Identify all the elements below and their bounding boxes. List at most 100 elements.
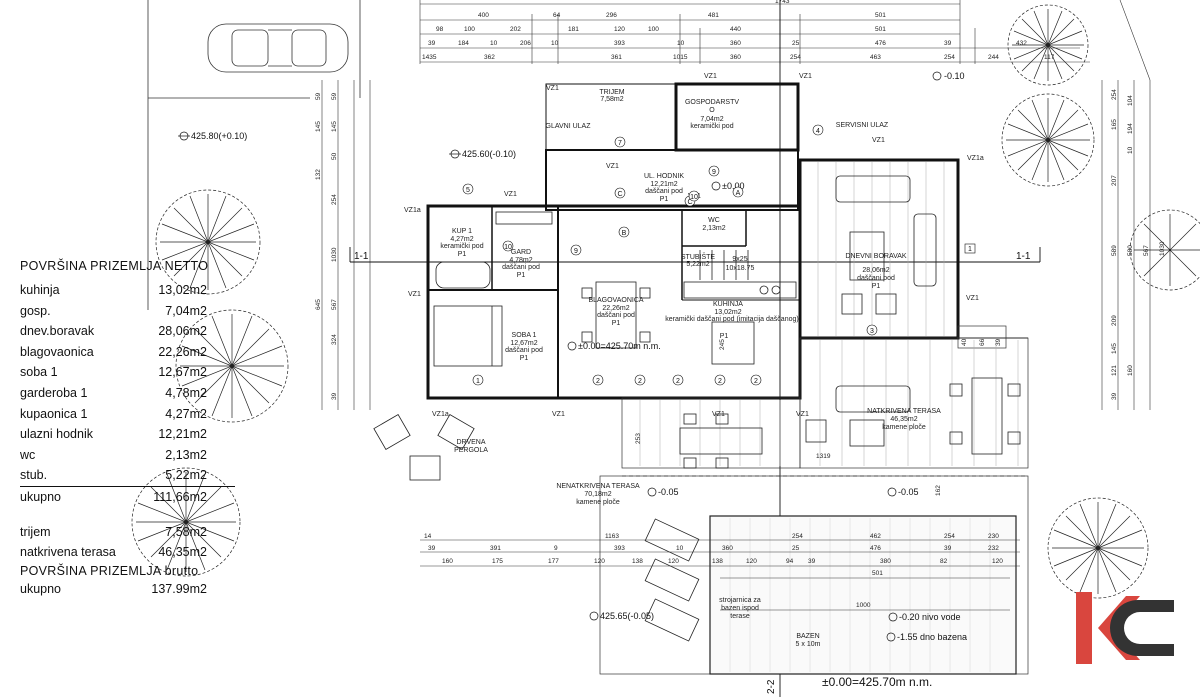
pergola-label: PERGOLA xyxy=(454,447,488,454)
level-marker: 425.65(-0.05) xyxy=(589,611,654,621)
room-code: P1 xyxy=(872,283,881,290)
room-area: 7,04m2 xyxy=(700,116,723,123)
room-name: WC xyxy=(708,217,720,224)
dim-top: 1015 xyxy=(673,54,688,61)
room-name: KUP 1 xyxy=(452,228,472,235)
dim-top: 100 xyxy=(464,26,475,33)
outdoor-sofa-icon xyxy=(835,385,911,413)
dim-left: 324 xyxy=(331,334,338,345)
row-value: 28,06m2 xyxy=(158,324,207,339)
room-name: BLAGOVAONICA xyxy=(588,297,643,304)
dim-top: 476 xyxy=(875,40,886,47)
dim-top: 64 xyxy=(553,12,561,19)
svg-text:2: 2 xyxy=(596,378,600,385)
dim-bottom: 254 xyxy=(792,533,803,540)
door-tag: 1 xyxy=(964,243,976,254)
small-tag: 66 xyxy=(979,338,986,346)
dim-top: 362 xyxy=(484,54,495,61)
parking-area xyxy=(147,0,361,310)
deck-hatch xyxy=(639,162,1019,466)
dim-right: 207 xyxy=(1111,175,1118,186)
window-tag: VZ1 xyxy=(704,73,717,80)
dim-bottom: 14 xyxy=(424,533,432,540)
dim-bottom: 39 xyxy=(944,545,952,552)
dim-top: 254 xyxy=(944,54,955,61)
door-tag: 2 xyxy=(750,374,762,386)
dim-bottom: 1163 xyxy=(605,533,619,540)
pool-basin xyxy=(709,515,1017,675)
row-value: 2,13m2 xyxy=(165,447,207,462)
room-name: SOBA 1 xyxy=(512,332,537,339)
window-tag: VZ1 xyxy=(552,411,565,418)
room-area: 4,78m2 xyxy=(509,257,532,264)
door-tag: C xyxy=(614,187,626,199)
level-text: -0.10 xyxy=(944,71,965,81)
row-value: 12,67m2 xyxy=(158,365,207,380)
row-name: blagovaonica xyxy=(20,344,94,359)
left-dimension-lines xyxy=(321,80,371,410)
svg-text:A: A xyxy=(736,190,741,197)
dim-top: 501 xyxy=(875,12,886,19)
dim-top: 10 xyxy=(490,40,498,47)
door-tag: 5 xyxy=(462,183,474,195)
svg-text:3: 3 xyxy=(870,328,874,335)
small-dimension-tags: 40 66 39 245 xyxy=(719,338,1002,350)
row-name: stub. xyxy=(20,468,48,483)
dim-bottom: 175 xyxy=(492,558,503,565)
dim-bottom: 462 xyxy=(870,533,881,540)
dim-right: 104 xyxy=(1127,95,1134,106)
dim-bottom: 82 xyxy=(940,558,948,565)
level-marker: -0.10 xyxy=(932,71,965,81)
level-text: 425.60(-0.10) xyxy=(462,149,516,159)
room-floor: keramički daščani pod (imitacija daščano… xyxy=(665,316,798,323)
row-value: 13,02m2 xyxy=(158,283,207,297)
room-code: P1 xyxy=(517,272,526,279)
door-tag: 9 xyxy=(708,165,720,177)
top-dimension-text: 1743 400 64 296 481 501 98 100 202 181 1… xyxy=(422,0,1055,61)
door-tag: 2 xyxy=(672,374,684,386)
dim-bottom: 177 xyxy=(548,558,559,565)
dim-bottom: 25 xyxy=(792,545,800,552)
row-value: 12,21m2 xyxy=(158,427,207,442)
window-tag: VZ1 xyxy=(606,163,619,170)
row-name: ukupno xyxy=(20,489,62,504)
dim-top: 10 xyxy=(551,40,559,47)
outdoor-table-icon xyxy=(679,427,763,455)
room-labels: TRIJEM 7,58m2 GOSPODARSTV O 7,04m2 keram… xyxy=(440,89,941,648)
dim-top: 184 xyxy=(458,40,469,47)
room-area: 5,22m2 xyxy=(686,261,709,268)
small-tag: 245 xyxy=(719,339,726,350)
small-tag: 39 xyxy=(995,338,1002,346)
door-tag: 2 xyxy=(634,374,646,386)
dim-top: 360 xyxy=(730,54,741,61)
dim-top: 501 xyxy=(875,26,886,33)
level-text: 425.65(-0.05) xyxy=(600,611,654,621)
dim-bottom: 232 xyxy=(988,545,999,552)
dim-top: 481 xyxy=(708,12,719,19)
window-tag: VZ1a xyxy=(967,155,984,162)
tree-icons xyxy=(131,4,1200,599)
svg-text:B: B xyxy=(622,230,627,237)
row-value: 7,58m2 xyxy=(165,524,207,539)
window-tag: VZ1 xyxy=(408,291,421,298)
room-floor: keramički pod xyxy=(440,243,483,250)
window-tag: VZ1a xyxy=(404,207,421,214)
room-area: 4,27m2 xyxy=(450,236,473,243)
kitchen-island-icon xyxy=(711,321,755,365)
row-name: soba 1 xyxy=(20,365,58,380)
row-value: 137.99m2 xyxy=(151,581,207,596)
bottom-dimension-text: 14 1163 254 462 254 230 39 391 9 393 10 … xyxy=(424,433,1003,609)
tree-icon xyxy=(1001,93,1095,187)
dim-top: 100 xyxy=(648,26,659,33)
dim-left: 1030 xyxy=(331,247,338,262)
row-name: kupaonica 1 xyxy=(20,406,88,421)
row-name: gosp. xyxy=(20,303,51,318)
terrace-floor: kamene ploče xyxy=(882,424,926,431)
svg-text:2: 2 xyxy=(638,378,642,385)
level-text: ±0.00=425.70m n.m. xyxy=(578,341,661,351)
room-code: P1 xyxy=(612,320,621,327)
pergola-label: DRVENA xyxy=(456,439,485,446)
door-tag: A xyxy=(732,186,744,198)
